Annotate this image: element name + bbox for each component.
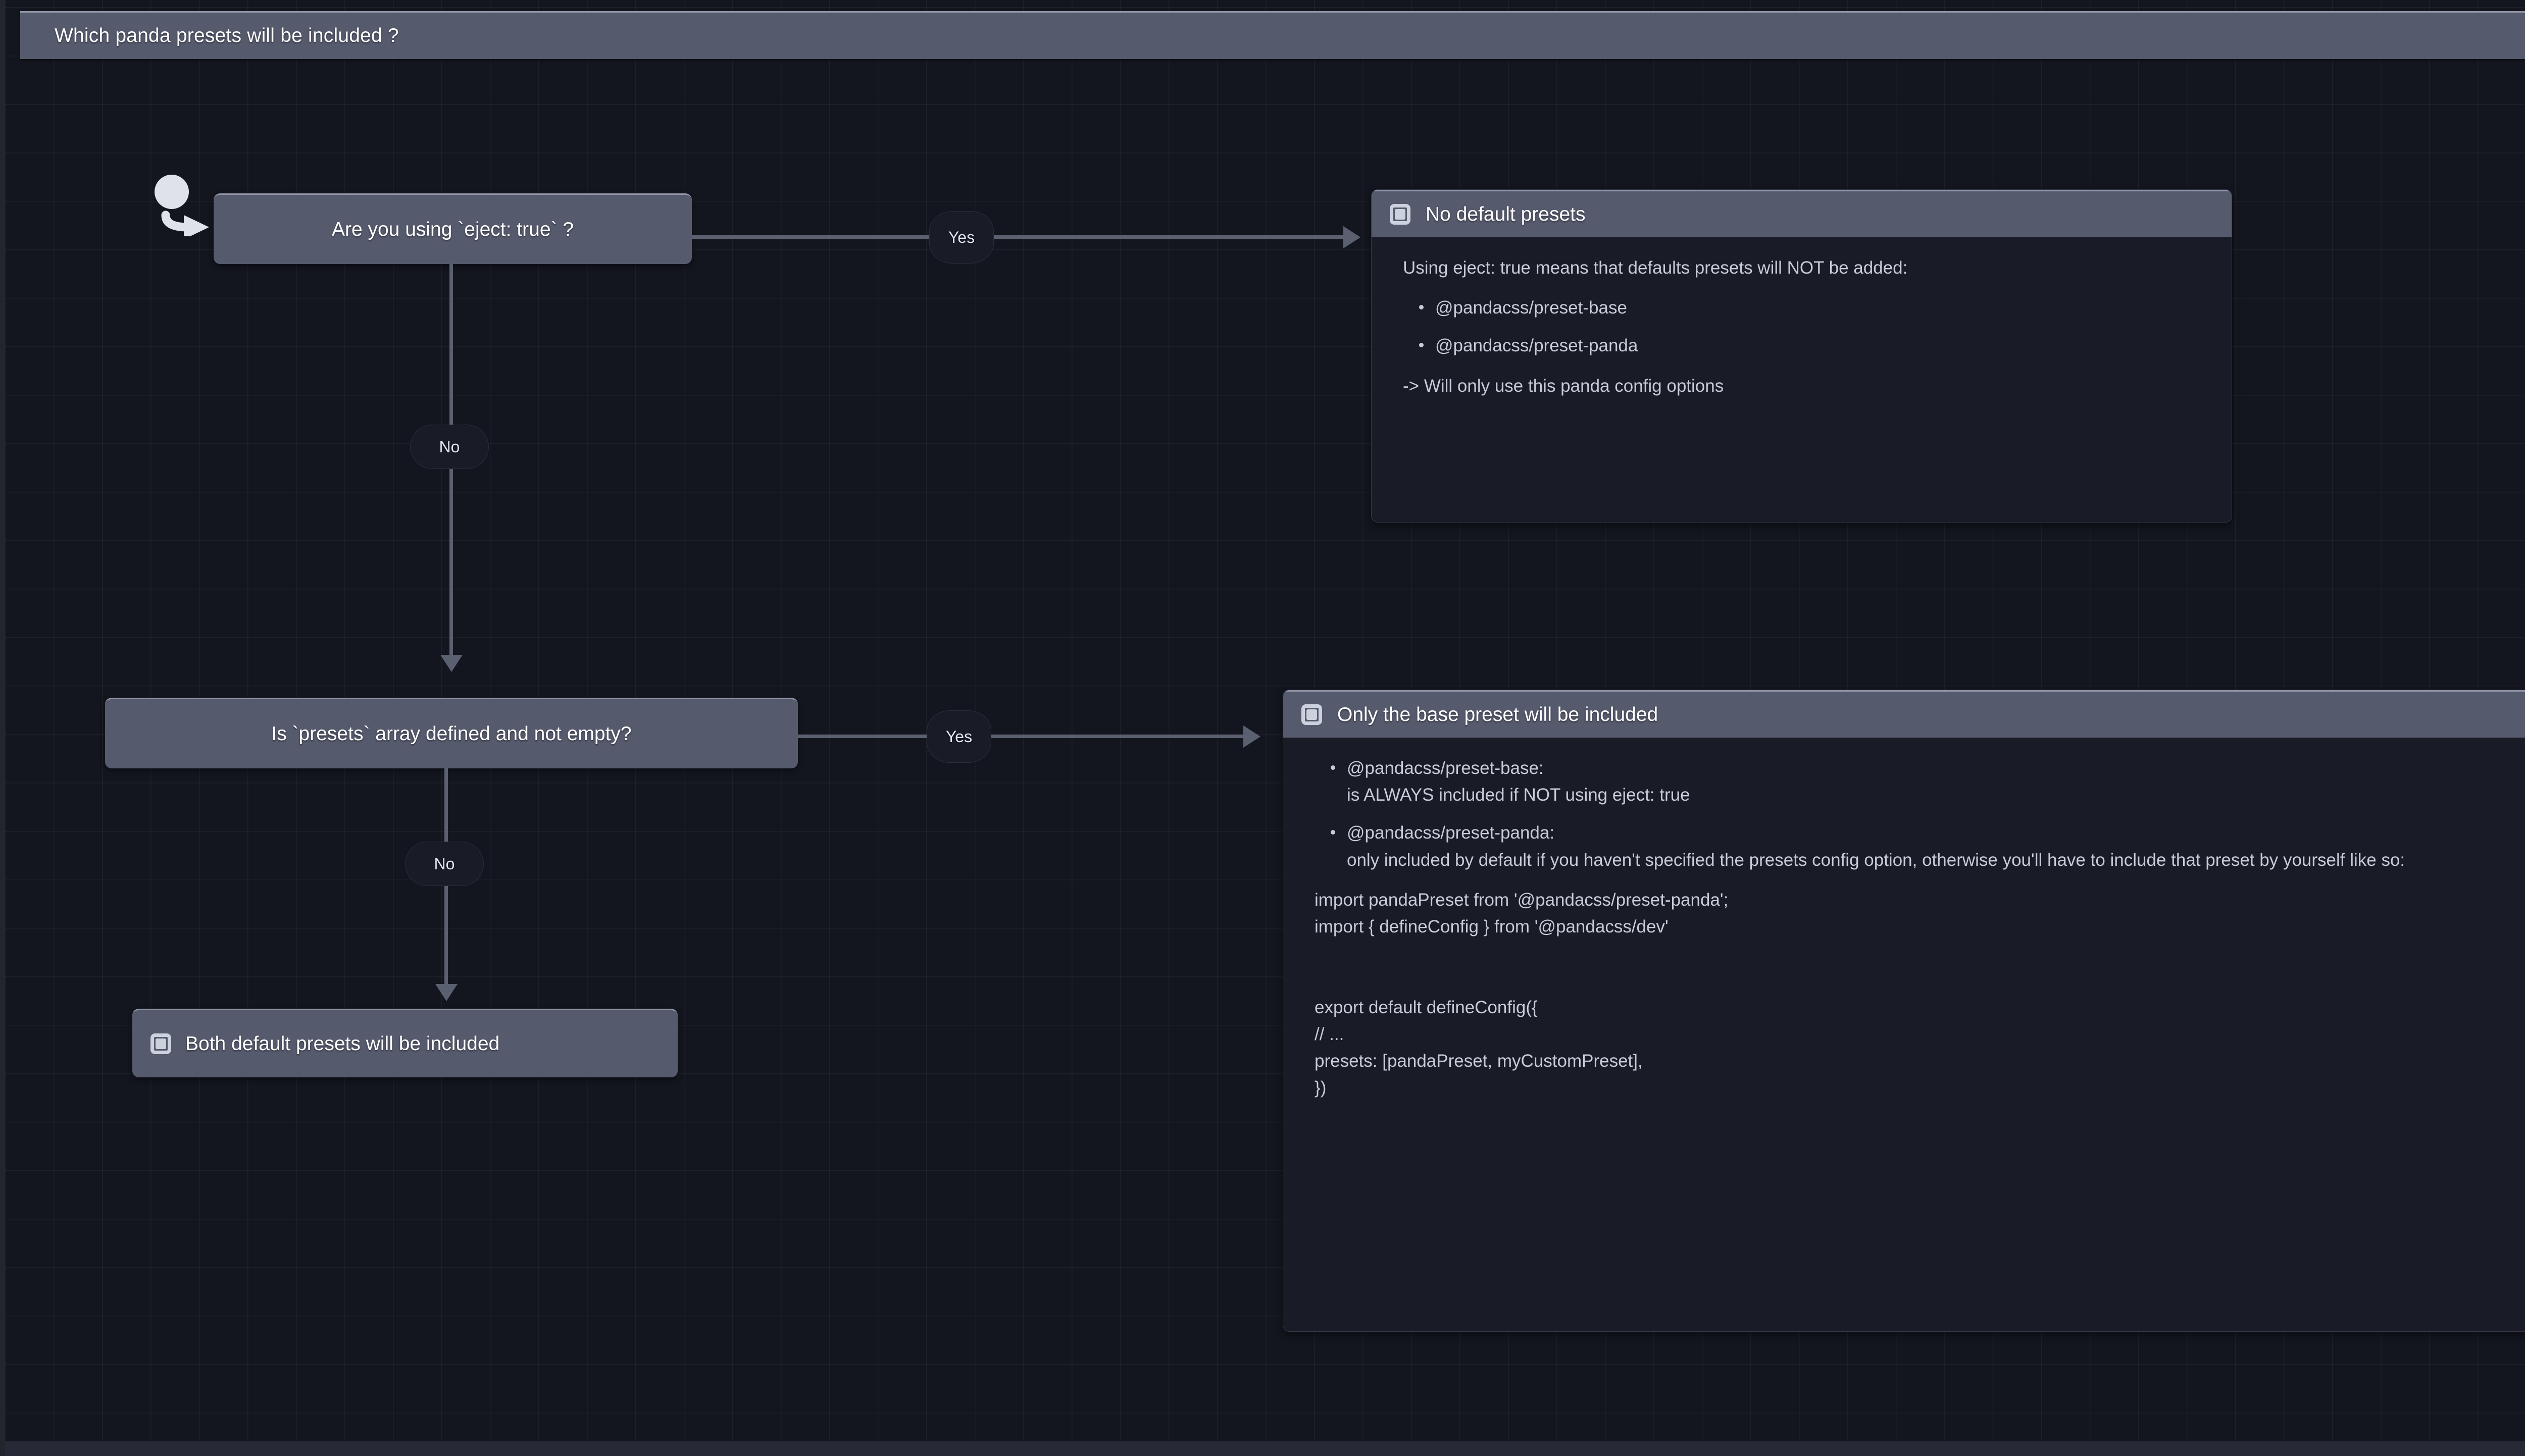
callout-square-icon	[1301, 704, 1322, 725]
header-bar: Which panda presets will be included ?	[20, 11, 2525, 59]
edge-label-presets-yes[interactable]: Yes	[927, 710, 991, 763]
decision-node-eject[interactable]: Are you using `eject: true` ?	[214, 193, 692, 264]
result-node-both-presets[interactable]: Both default presets will be included	[132, 1009, 678, 1077]
decision-node-presets-array-label: Is `presets` array defined and not empty…	[271, 722, 632, 745]
panel-no-default-presets[interactable]: No default presets Using eject: true mea…	[1371, 189, 2232, 523]
list-item-head: @pandacss/preset-panda:	[1347, 823, 1555, 843]
edge-eject-yes-left	[692, 235, 929, 239]
edge-label-presets-no[interactable]: No	[405, 842, 484, 886]
result-node-label: Both default presets will be included	[185, 1032, 500, 1055]
edge-presets-yes-left	[798, 735, 927, 738]
panel-only-base-preset-title: Only the base preset will be included	[1337, 703, 1658, 725]
panel-only-base-preset-header: Only the base preset will be included	[1283, 690, 2525, 738]
callout-square-icon	[150, 1033, 171, 1054]
page-title: Which panda presets will be included ?	[55, 25, 399, 46]
list-item-detail: is ALWAYS included if NOT using eject: t…	[1347, 785, 1690, 805]
decision-node-presets-array[interactable]: Is `presets` array defined and not empty…	[105, 698, 798, 768]
edge-presets-no-top	[444, 768, 448, 842]
arrow-eject-no	[440, 655, 463, 672]
list-item: @pandacss/preset-base: is ALWAYS include…	[1331, 755, 2525, 808]
arrow-presets-yes	[1243, 725, 1260, 748]
code-snippet: import pandaPreset from '@pandacss/prese…	[1315, 890, 1729, 1098]
arrow-eject-yes	[1343, 226, 1360, 248]
preset-list: @pandacss/preset-base @pandacss/preset-p…	[1403, 294, 2207, 359]
list-item-head: @pandacss/preset-base:	[1347, 758, 1544, 778]
list-item: @pandacss/preset-panda: only included by…	[1331, 819, 2525, 873]
panel-no-default-presets-title: No default presets	[1426, 203, 1586, 225]
list-item-detail: only included by default if you haven't …	[1347, 850, 2405, 870]
list-item: @pandacss/preset-panda	[1419, 332, 2207, 359]
edge-presets-no-bottom	[444, 886, 448, 987]
panel-only-base-preset[interactable]: Only the base preset will be included @p…	[1283, 690, 2525, 1332]
edge-eject-no-bottom	[449, 469, 453, 658]
edge-presets-yes-right	[991, 735, 1247, 738]
start-point-icon	[150, 171, 216, 239]
edge-eject-no-top	[449, 264, 453, 425]
edge-label-eject-yes[interactable]: Yes	[929, 211, 994, 264]
panel-no-default-presets-header: No default presets	[1372, 190, 2232, 237]
left-gutter	[0, 0, 5, 1456]
preset-detail-list: @pandacss/preset-base: is ALWAYS include…	[1315, 755, 2525, 873]
decision-node-eject-label: Are you using `eject: true` ?	[331, 218, 574, 240]
arrow-presets-no	[435, 984, 458, 1001]
panel-only-base-preset-body: @pandacss/preset-base: is ALWAYS include…	[1283, 738, 2525, 1116]
list-item: @pandacss/preset-base	[1419, 294, 2207, 321]
edge-label-eject-no[interactable]: No	[410, 425, 489, 469]
footer-band	[0, 1441, 2525, 1456]
panel-intro-text: Using eject: true means that defaults pr…	[1403, 258, 1908, 278]
panel-no-default-presets-body: Using eject: true means that defaults pr…	[1372, 237, 2232, 428]
callout-square-icon	[1390, 204, 1410, 225]
panel-outro-text: -> Will only use this panda config optio…	[1403, 376, 1724, 396]
edge-eject-yes-right	[994, 235, 1347, 239]
